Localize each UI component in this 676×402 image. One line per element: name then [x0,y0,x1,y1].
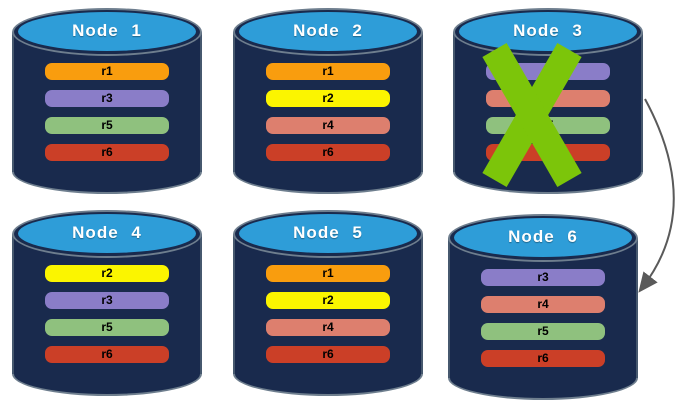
arrow-path [638,98,675,293]
replica-bar: r1 [266,63,390,80]
replica-bar: r4 [266,117,390,134]
node-title: Node 3 [513,21,583,40]
cylinder-top [18,12,196,51]
replica-list: r1 r2 r4 r6 [233,265,423,373]
replica-bar: r2 [45,265,169,282]
replica-bar: r5 [45,319,169,336]
node-6: Node 6 r3 r4 r5 r6 [448,214,638,400]
node-title: Node 4 [72,223,142,242]
replica-bar: r2 [266,292,390,309]
node-3: Node 3 r3 r4 r5 r6 [453,8,643,194]
node-title: Node 2 [293,21,363,40]
cylinder-top [239,214,417,253]
cylinder-top [18,214,196,253]
replica-bar: r2 [266,90,390,107]
replica-bar: r3 [481,269,605,286]
replica-bar: r3 [45,90,169,107]
replica-list: r1 r2 r4 r6 [233,63,423,171]
node-title: Node 1 [72,21,142,40]
failure-x-icon [453,8,643,194]
replica-bar: r5 [45,117,169,134]
node-title: Node 6 [508,227,578,246]
replica-bar: r6 [266,144,390,161]
replica-bar: r4 [266,319,390,336]
replica-list: r3 r4 r5 r6 [448,269,638,377]
node-1: Node 1 r1 r3 r5 r6 [12,8,202,194]
replica-list: r2 r3 r5 r6 [12,265,202,373]
replica-bar: r1 [45,63,169,80]
replica-bar: r6 [45,144,169,161]
replica-bar: r4 [481,296,605,313]
node-2: Node 2 r1 r2 r4 r6 [233,8,423,194]
replica-bar: r6 [45,346,169,363]
replica-bar: r3 [45,292,169,309]
replica-bar: r6 [481,350,605,367]
cylinder-top [454,218,632,257]
replica-bar: r1 [266,265,390,282]
replica-bar: r6 [266,346,390,363]
replica-list: r1 r3 r5 r6 [12,63,202,171]
node-5: Node 5 r1 r2 r4 r6 [233,210,423,396]
replica-bar: r5 [481,323,605,340]
node-title: Node 5 [293,223,363,242]
cylinder-top [239,12,417,51]
cylinder-top [459,12,637,51]
node-4: Node 4 r2 r3 r5 r6 [12,210,202,396]
